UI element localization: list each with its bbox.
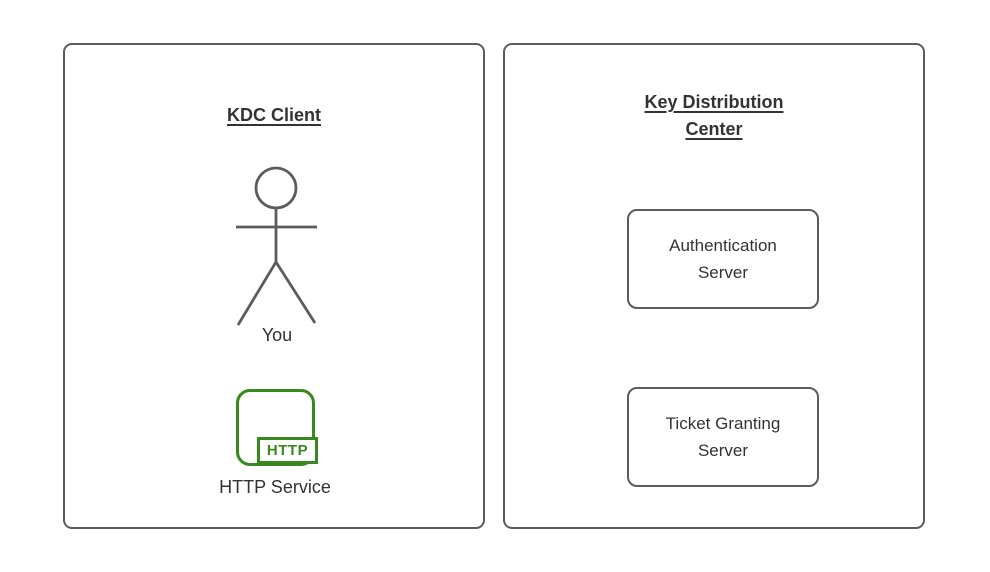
authentication-server-label: Authentication Server (669, 236, 777, 282)
http-service-label: HTTP Service (219, 477, 331, 497)
actor-head (254, 166, 298, 210)
actor-right-leg (274, 261, 317, 324)
kdc-client-title-text: KDC Client (227, 105, 321, 125)
ticket-granting-server-label: Ticket Granting Server (665, 414, 781, 460)
http-service-icon: HTTP (236, 389, 320, 469)
actor-icon (236, 166, 317, 326)
key-distribution-center-panel: Key Distribution Center Authentication S… (503, 43, 925, 529)
key-distribution-center-title-text: Key Distribution Center (644, 92, 784, 139)
ticket-granting-server-node: Ticket Granting Server (627, 387, 819, 487)
authentication-server-node: Authentication Server (627, 209, 819, 309)
actor-left-leg (236, 261, 278, 326)
actor-label: You (261, 325, 293, 345)
key-distribution-center-title: Key Distribution Center (505, 89, 923, 143)
kdc-client-title: KDC Client (65, 102, 483, 129)
http-icon-square (236, 389, 315, 466)
kdc-client-panel: KDC Client You HTTP HTTP Service (63, 43, 485, 529)
http-icon-badge: HTTP (257, 437, 318, 464)
